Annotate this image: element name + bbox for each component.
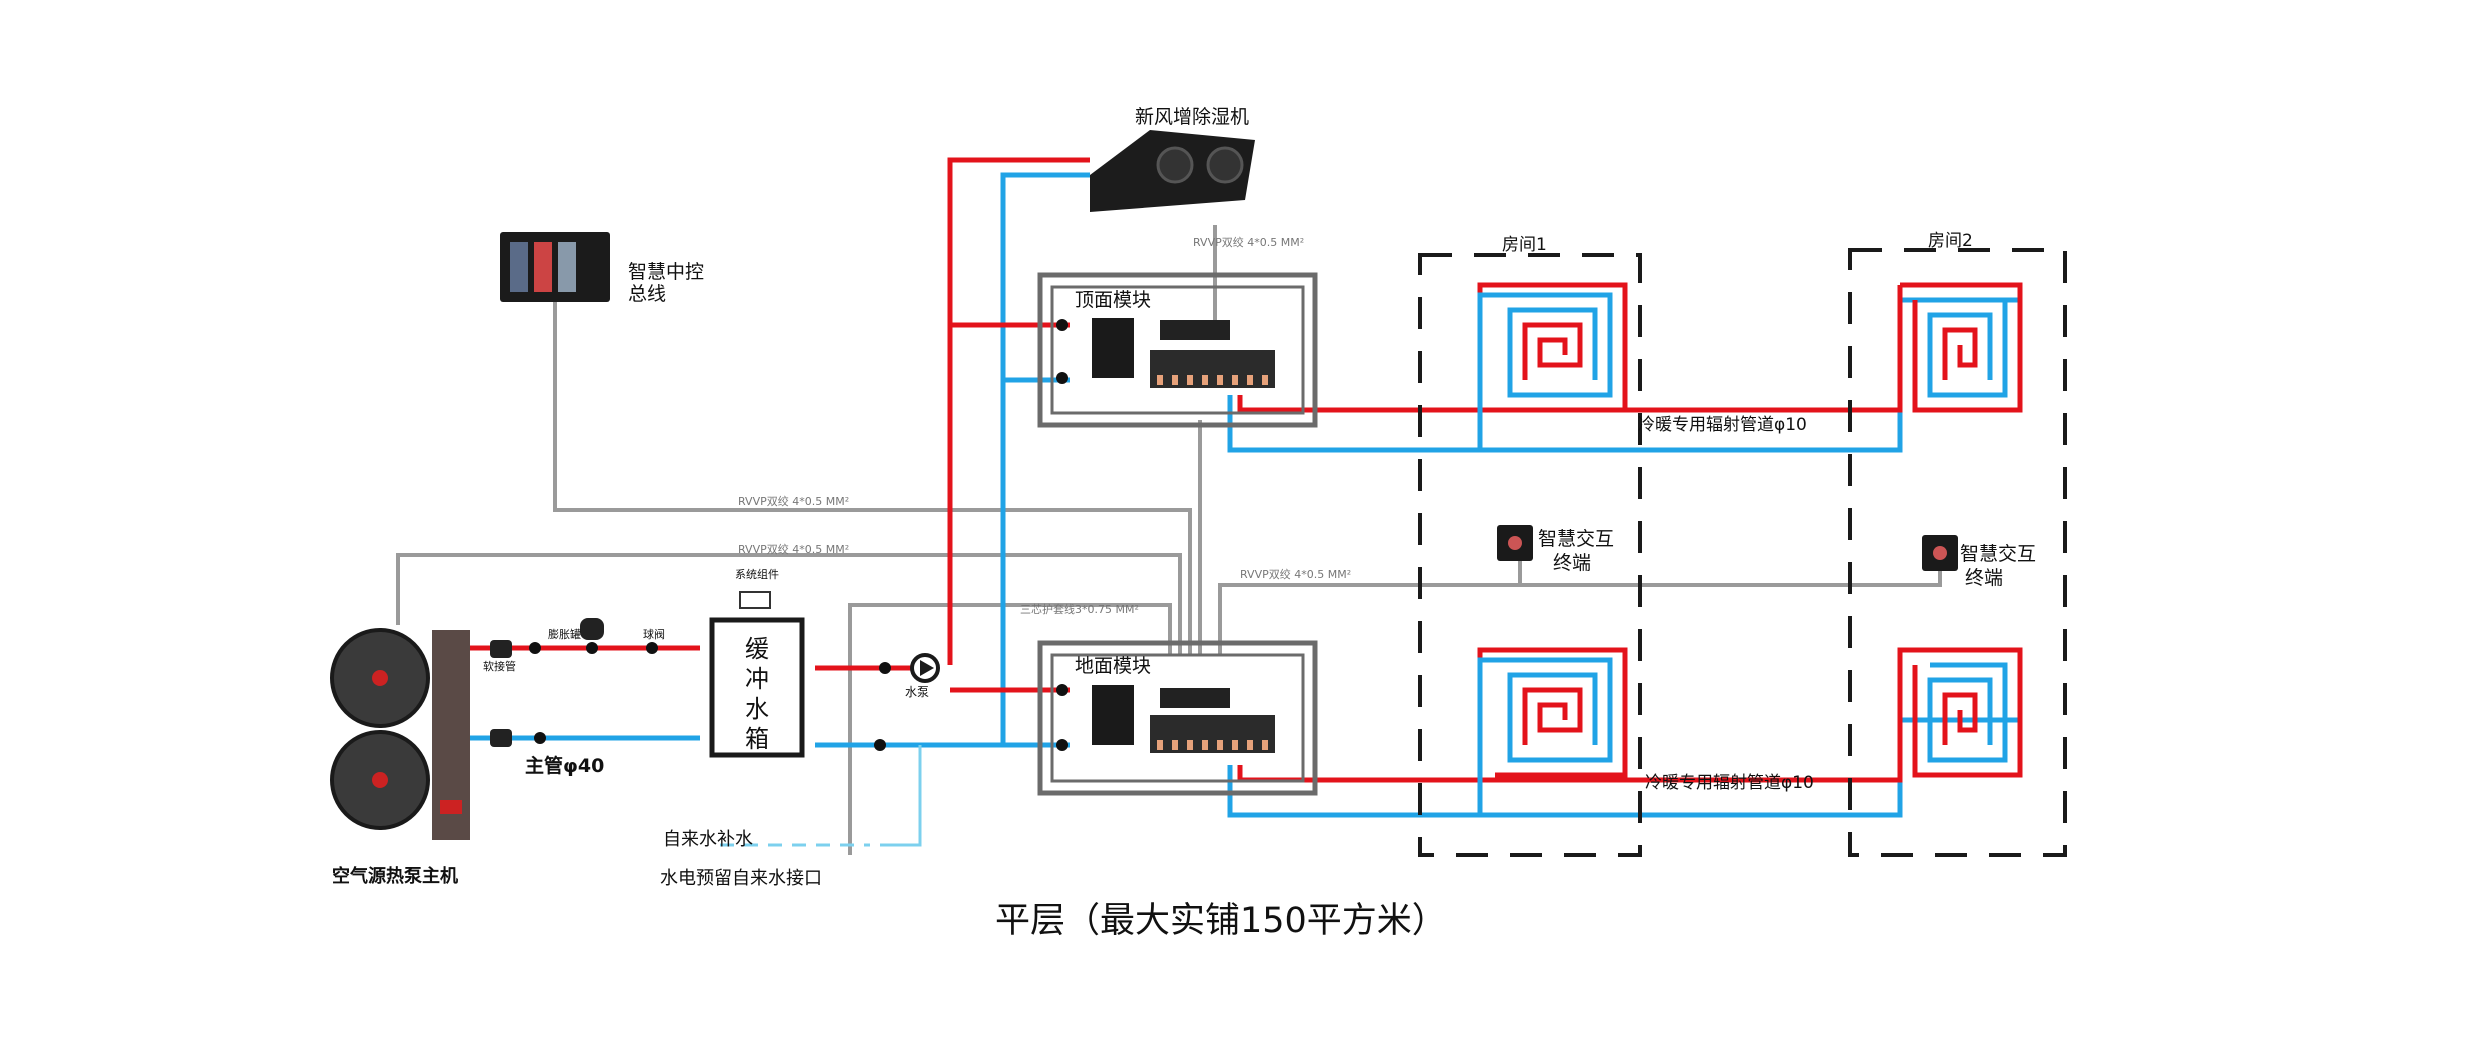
floor-module-label: 地面模块 — [1075, 655, 1151, 677]
signal-cables — [396, 225, 1942, 855]
room1-bottom-coil — [1477, 647, 1628, 790]
room1-frame — [1418, 253, 1642, 857]
fresh-air-unit-icon — [1090, 130, 1255, 212]
room2-top-coil — [1900, 282, 2023, 413]
room1-top-coil — [1477, 282, 1628, 420]
room2-label: 房间2 — [1928, 231, 1973, 251]
floor-module-devices — [1056, 684, 1275, 753]
cable-label-fresh-air: RVVP双绞 4*0.5 MM² — [1193, 235, 1304, 249]
cable-label-top-1: RVVP双绞 4*0.5 MM² — [738, 494, 849, 508]
top-module-label: 顶面模块 — [1075, 289, 1151, 311]
top-module-frame-inner — [1050, 285, 1305, 415]
radiant-pipe-label-top: 冷暖专用辐射管道φ10 — [1638, 415, 1807, 435]
main-title: 平层（最大实铺150平方米） — [995, 901, 1447, 941]
cable-label-top-2: RVVP双绞 4*0.5 MM² — [738, 542, 849, 556]
system-component-label: 系统组件 — [735, 567, 779, 581]
room2-bottom-coil — [1897, 647, 2023, 778]
pipe-components — [490, 591, 940, 758]
terminal1-label-1: 智慧交互 — [1538, 528, 1614, 550]
smart-control-label-2: 总线 — [628, 283, 666, 305]
smart-control-label-1: 智慧中控 — [628, 261, 704, 283]
heat-pump-icon — [330, 628, 470, 840]
soft-joint-icon — [490, 640, 512, 658]
module-frames — [1037, 272, 1318, 796]
soft-joint-label: 软接管 — [483, 659, 516, 673]
main-pipe-label: 主管φ40 — [525, 754, 604, 777]
cable-label-pump: 三芯护套线3*0.75 MM² — [1020, 602, 1139, 616]
soft-joint-cold-icon — [490, 729, 512, 747]
room1-label: 房间1 — [1502, 235, 1547, 255]
buffer-tank-icon — [709, 617, 805, 758]
smart-terminal-icons — [1497, 525, 1958, 571]
buffer-tank-label-3: 水 — [745, 695, 769, 723]
top-module-devices — [1056, 318, 1275, 388]
terminal2-label-2: 终端 — [1965, 567, 2003, 589]
floor-module-frame-inner — [1050, 653, 1305, 783]
heat-pump-label: 空气源热泵主机 — [332, 865, 458, 887]
buffer-tank-label-1: 缓 — [745, 635, 769, 663]
fresh-air-unit-label: 新风增除湿机 — [1135, 106, 1249, 128]
expansion-tank-label: 膨胀罐 — [548, 627, 581, 641]
buffer-tank-label-2: 冲 — [745, 665, 769, 693]
floor-module-frame-outer — [1037, 640, 1318, 796]
terminal2-label-1: 智慧交互 — [1960, 543, 2036, 565]
top-module-frame-outer — [1037, 272, 1318, 428]
room2-frame — [1848, 248, 2067, 857]
radiant-pipe-label-bottom: 冷暖专用辐射管道φ10 — [1645, 773, 1814, 793]
ball-valve-label: 球阀 — [643, 627, 665, 641]
expansion-tank-icon — [580, 618, 604, 640]
tap-water-interface-label: 水电预留自来水接口 — [660, 868, 822, 889]
tap-water-makeup-label: 自来水补水 — [663, 829, 753, 850]
smart-control-panel-icon — [500, 232, 610, 302]
radiant-coils — [1477, 282, 2023, 790]
cable-label-terminal: RVVP双绞 4*0.5 MM² — [1240, 567, 1351, 581]
hot-pipes — [445, 157, 1903, 783]
room-frames — [1418, 248, 2067, 857]
terminal1-label-2: 终端 — [1553, 552, 1591, 574]
labels: 新风增除湿机 智慧中控 总线 顶面模块 地面模块 房间1 房间2 冷暖专用辐射管… — [332, 106, 2036, 941]
buffer-tank-label-4: 箱 — [745, 725, 769, 753]
water-pump-label: 水泵 — [905, 685, 929, 699]
